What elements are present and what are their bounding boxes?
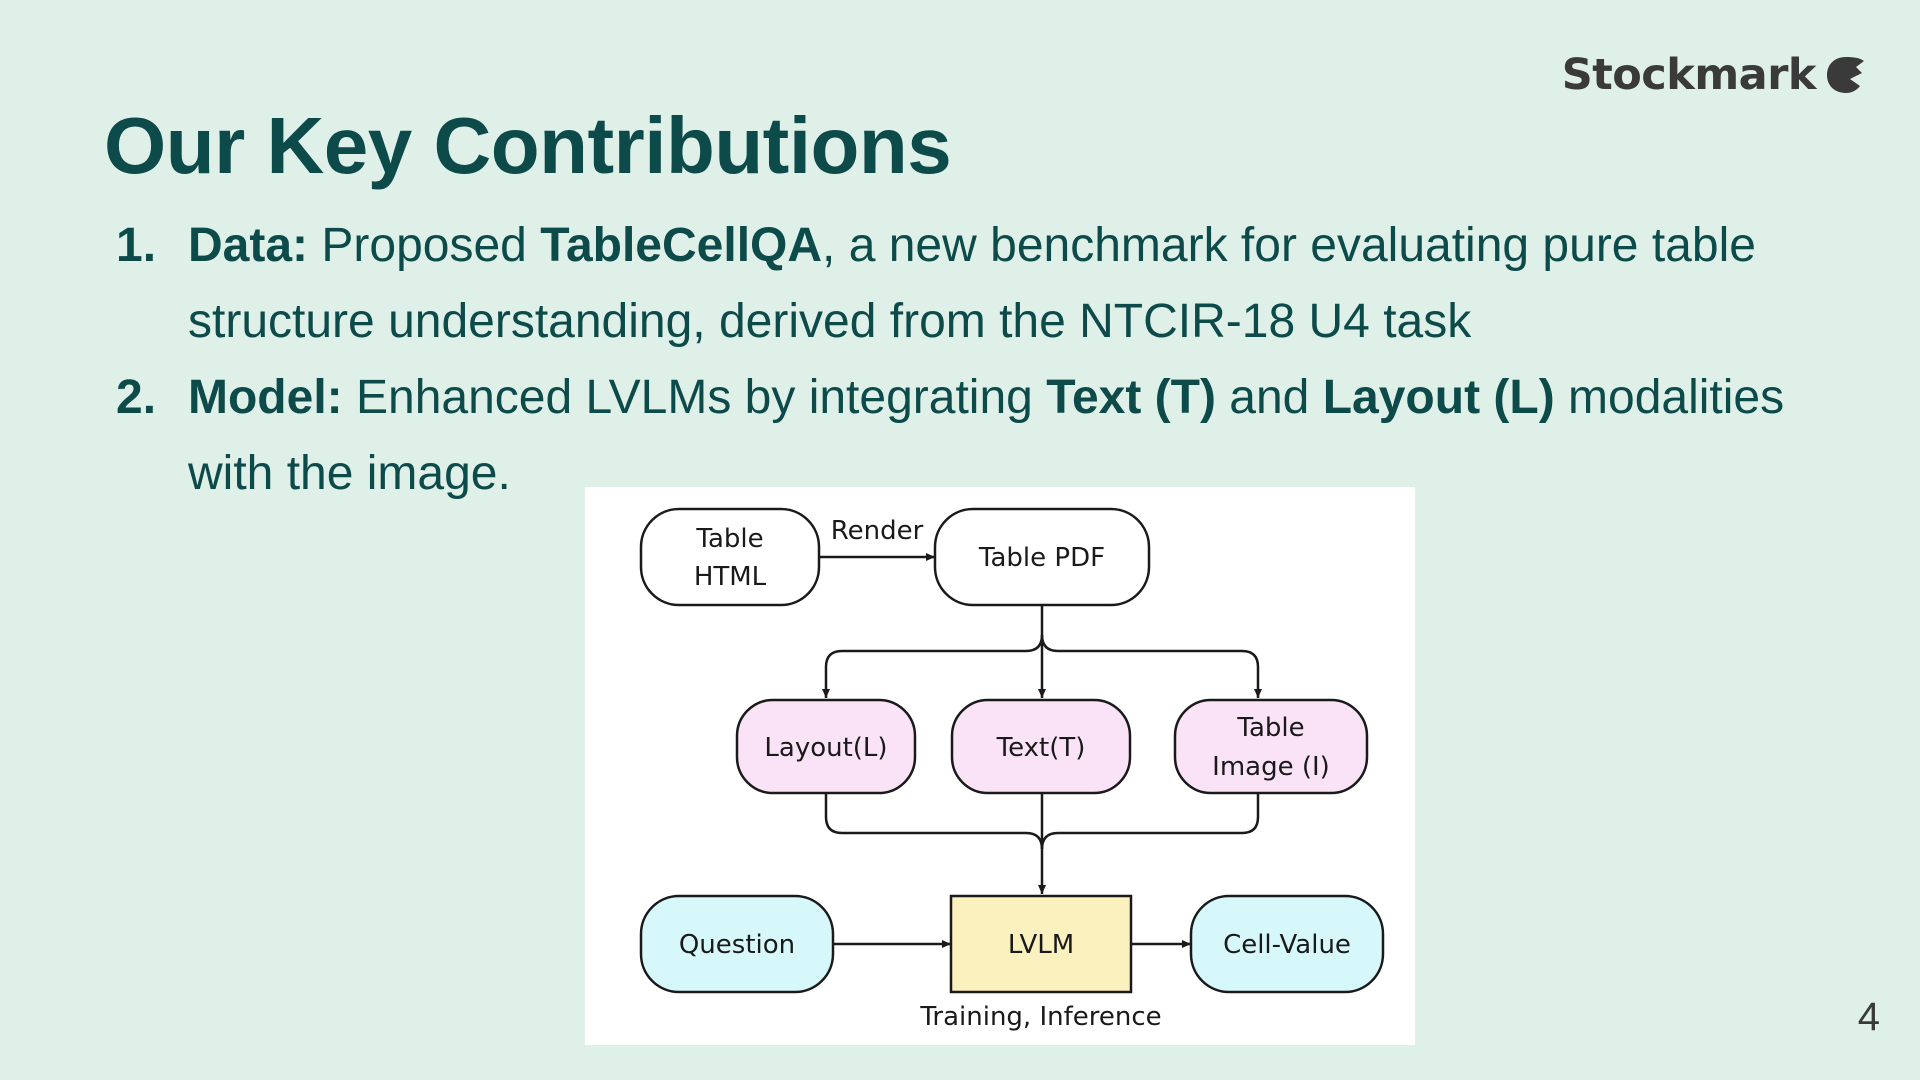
layout-node — [735, 698, 917, 795]
list-item: 2. Model: Enhanced LVLMs by integrating … — [116, 360, 1816, 512]
lvlm-node — [949, 894, 1133, 994]
question-node — [639, 894, 835, 994]
item-label: Data: — [188, 219, 309, 272]
layout-to-lvlm-connector — [824, 793, 1044, 850]
item-text: modalities with the image. — [188, 371, 1785, 500]
lvlm-label: LVLM — [1008, 930, 1074, 960]
brand-name: Stockmark — [1561, 50, 1817, 100]
list-item-text: Data: Proposed TableCellQA, a new benchm… — [188, 208, 1816, 360]
item-emphasis: Layout (L) — [1322, 371, 1555, 424]
table-image-node — [1173, 698, 1369, 795]
item-text: Proposed — [308, 219, 541, 272]
pdf-to-image-arrow — [1040, 634, 1262, 698]
table-image-label-line1: Table — [1236, 713, 1304, 743]
item-emphasis: Text (T) — [1046, 371, 1216, 424]
brand-logo: Stockmark — [1562, 50, 1868, 100]
image-to-lvlm-connector — [1040, 793, 1260, 850]
cell-value-label: Cell-Value — [1223, 930, 1351, 960]
table-pdf-label: Table PDF — [978, 543, 1105, 573]
brand-mark-icon — [1827, 57, 1864, 93]
table-image-label-line2: Image (I) — [1212, 752, 1330, 782]
item-text: and — [1215, 371, 1323, 424]
table-html-node — [639, 507, 821, 607]
pdf-to-layout-arrow — [822, 634, 1044, 698]
pipeline-diagram-svg: Table HTML Render Table PDF Layout(L) Te… — [639, 507, 1385, 1032]
table-html-label-line2: HTML — [694, 562, 767, 592]
pipeline-diagram: Table HTML Render Table PDF Layout(L) Te… — [585, 487, 1415, 1045]
list-item: 1. Data: Proposed TableCellQA, a new ben… — [116, 208, 1816, 360]
layout-label: Layout(L) — [764, 733, 887, 763]
cell-value-node — [1189, 894, 1385, 994]
contributions-list: 1. Data: Proposed TableCellQA, a new ben… — [116, 208, 1816, 512]
question-label: Question — [679, 930, 795, 960]
item-text: , a new benchmark for evaluating pure ta… — [188, 219, 1756, 348]
item-text: Enhanced LVLMs by integrating — [342, 371, 1047, 424]
render-label: Render — [831, 516, 924, 546]
list-number: 2. — [116, 371, 157, 424]
item-emphasis: TableCellQA — [540, 219, 823, 272]
diagram-caption: Training, Inference — [919, 1002, 1161, 1032]
slide-title: Our Key Contributions — [104, 101, 952, 190]
item-label: Model: — [188, 371, 343, 424]
table-html-label-line1: Table — [695, 524, 763, 554]
list-number: 1. — [116, 219, 157, 272]
text-node — [950, 698, 1132, 795]
list-item-text: Model: Enhanced LVLMs by integrating Tex… — [188, 360, 1816, 512]
page-number: 4 — [1857, 995, 1880, 1039]
table-pdf-node — [933, 507, 1151, 607]
text-label: Text(T) — [996, 733, 1086, 763]
